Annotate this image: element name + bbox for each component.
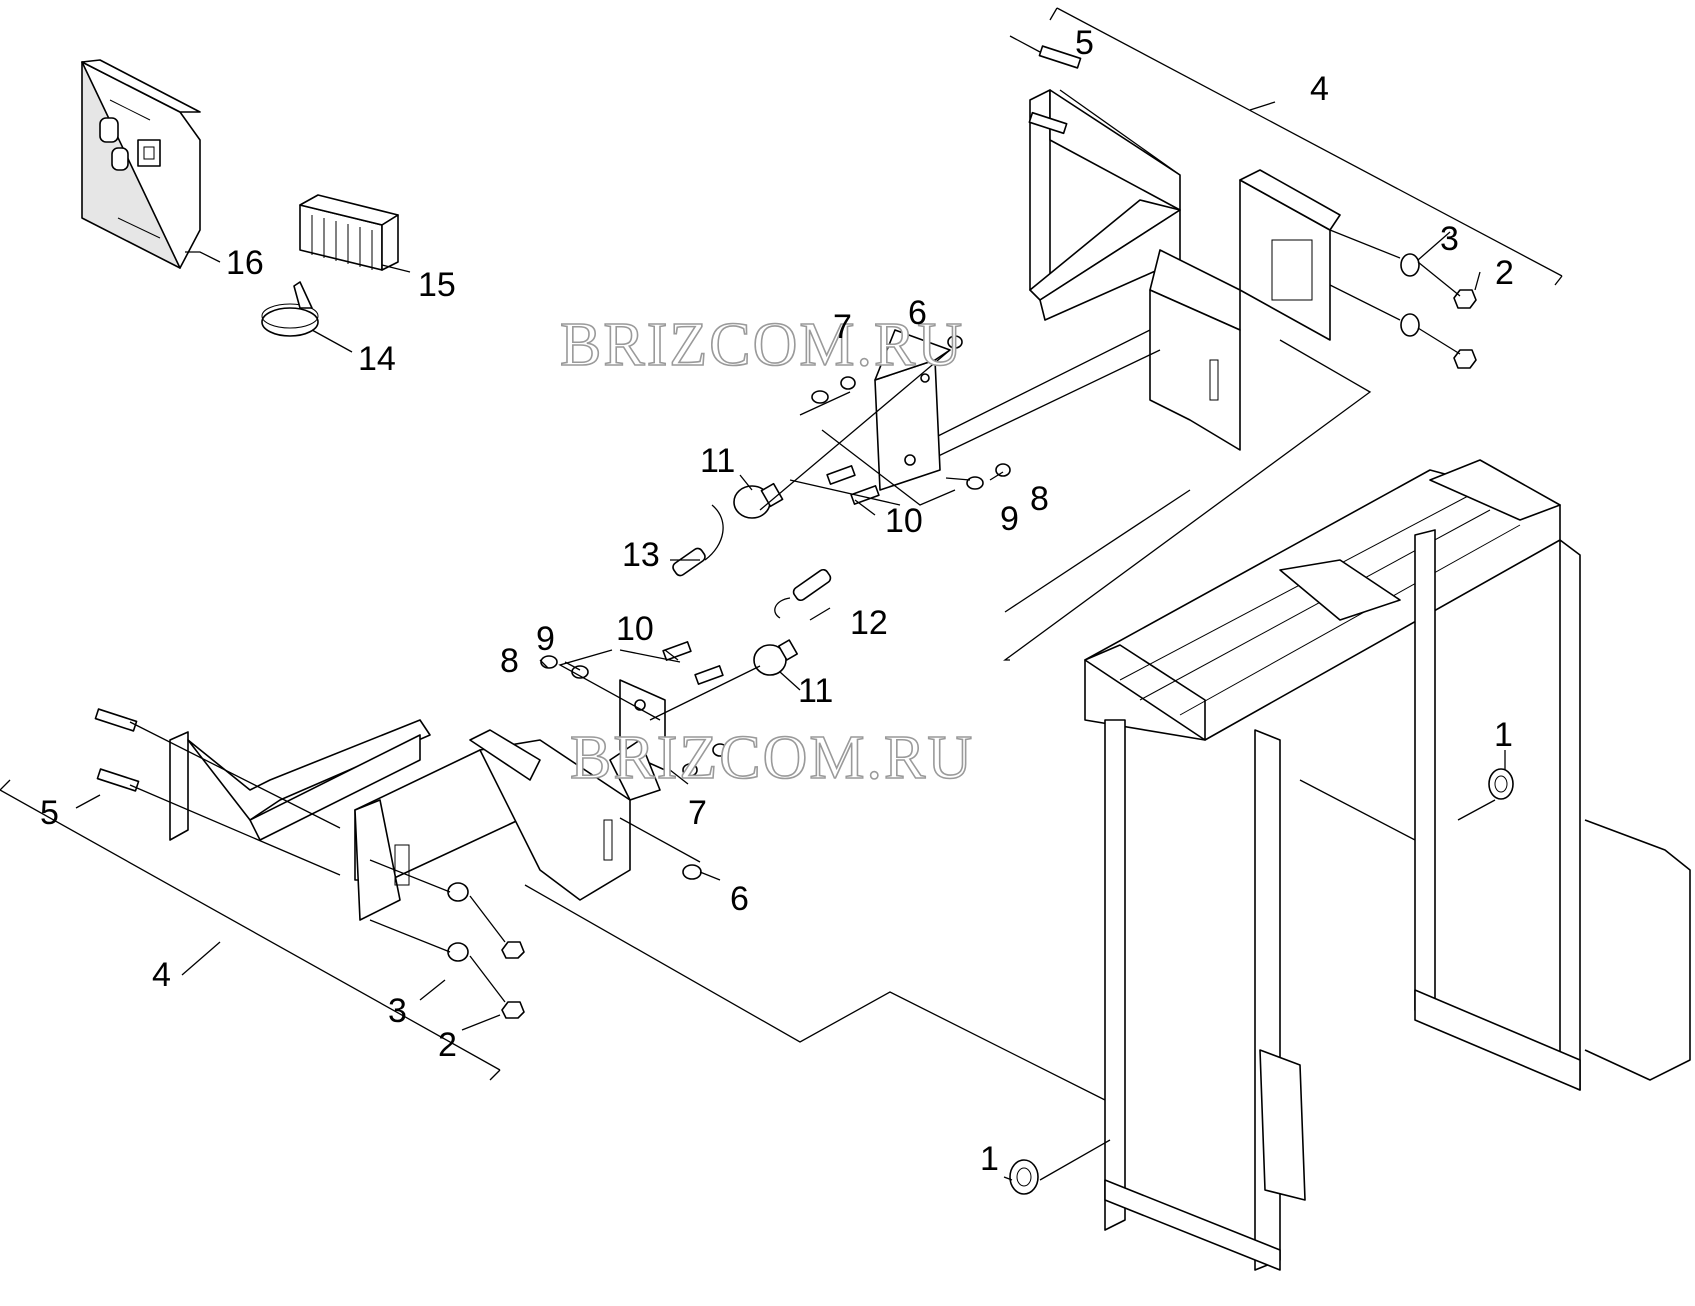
callout-3-lower: 3 — [388, 992, 407, 1030]
callout-9-upper: 9 — [1000, 500, 1019, 538]
callout-6-lower: 6 — [730, 880, 749, 918]
lower-bracket-assembly-part-4 — [169, 719, 631, 921]
callout-11-upper: 11 — [700, 442, 735, 480]
callout-8-upper: 8 — [1030, 480, 1049, 518]
callout-7-upper: 7 — [833, 308, 852, 346]
terminal-block-part-15 — [299, 194, 399, 271]
watermark-upper: BRIZCOM.RU — [560, 311, 964, 379]
callout-16: 16 — [226, 244, 264, 282]
callout-14: 14 — [358, 340, 396, 378]
lower-screw-part-5 — [94, 708, 140, 792]
lower-washers-parts-2-3 — [447, 882, 525, 1019]
callout-8-lower: 8 — [500, 642, 519, 680]
watermark-lower: BRIZCOM.RU — [570, 724, 974, 792]
upper-gland-part-11 — [733, 482, 784, 519]
callout-5-upper: 5 — [1075, 24, 1094, 62]
sensor-probe-part-13 — [672, 504, 724, 577]
callout-13: 13 — [622, 536, 660, 574]
callout-1-upper: 1 — [1494, 716, 1513, 754]
callout-11-lower: 11 — [798, 672, 833, 710]
upper-sensor-bracket-part-7 — [874, 329, 951, 491]
callout-3-upper: 3 — [1440, 220, 1459, 258]
lower-gland-part-11 — [753, 639, 798, 676]
callout-2-lower: 2 — [438, 1026, 457, 1064]
callout-5-lower: 5 — [40, 794, 59, 832]
control-panel-part-16 — [81, 59, 201, 269]
callout-7-lower: 7 — [688, 794, 707, 832]
callout-6-upper: 6 — [908, 294, 927, 332]
callout-9-lower: 9 — [536, 620, 555, 658]
sensor-probe-part-12 — [774, 568, 832, 619]
callout-4-upper: 4 — [1310, 70, 1329, 108]
lower-sensor-bracket-part-7 — [609, 679, 666, 801]
callout-4-lower: 4 — [152, 956, 171, 994]
upper-bracket-assembly-part-4 — [929, 89, 1341, 461]
frame-assembly — [1009, 459, 1691, 1271]
upper-small-hardware-parts-8-9-10 — [811, 335, 1011, 505]
cable-tie-part-14 — [261, 281, 319, 337]
callout-2-upper: 2 — [1495, 254, 1514, 292]
leader-lines — [0, 7, 1563, 1181]
callout-15: 15 — [418, 266, 456, 304]
callout-10-lower: 10 — [616, 610, 654, 648]
callout-12: 12 — [850, 604, 888, 642]
callout-10-upper: 10 — [885, 502, 923, 540]
upper-washers-parts-2-3 — [1400, 253, 1477, 369]
upper-screw-part-5 — [1028, 45, 1082, 135]
callout-1-lower: 1 — [980, 1140, 999, 1178]
